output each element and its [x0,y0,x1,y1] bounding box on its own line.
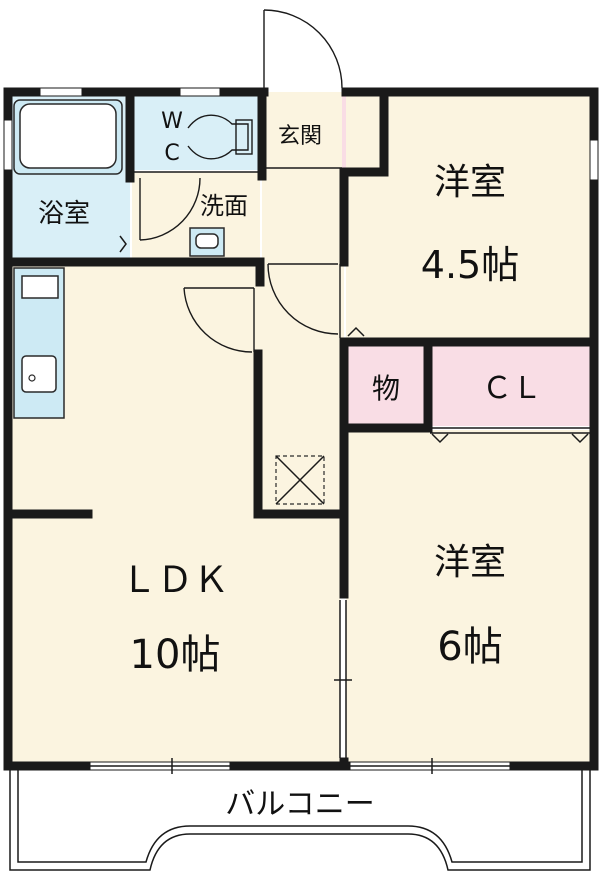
ldk-name: ＬＤＫ [121,560,229,601]
storage-door-marker [347,326,365,337]
western-room-2-floor [346,430,594,762]
balcony-inner-outline [17,768,583,863]
balcony-outline [9,768,591,871]
wc-label-w: W [161,109,183,134]
wc-label-c: C [164,141,179,166]
window-bath-side [3,119,13,171]
ventilation-icon [275,455,325,505]
toilet-icon [187,114,253,160]
balcony-label: バルコニー [225,787,374,822]
bathtub-icon [13,99,123,175]
bath-door-marker [119,235,127,253]
ldk-size: 10帖 [130,632,221,678]
western1-door-icon [267,263,341,338]
closet-label: ＣＬ [482,371,542,406]
window-bath-top [39,87,83,97]
western2-size: 6帖 [437,624,502,670]
closet-door-marker-left [431,433,449,444]
western2-name: 洋室 [434,542,506,583]
window-western1-right [589,139,599,181]
ldk-door-icon [183,287,255,353]
storage-floor [346,344,426,426]
kitchen-counter-icon [13,267,65,419]
wc-floor [132,92,260,170]
storage-label: 物 [372,372,400,405]
closet-floor [430,344,594,426]
western1-name: 洋室 [434,162,506,203]
entrance-label: 玄関 [278,124,322,149]
washroom-label: 洗面 [200,192,248,220]
bath-label: 浴室 [38,199,90,229]
closet-door-marker-right [571,433,589,444]
western2-sliding-door [334,600,352,758]
entrance-floor [262,92,342,172]
window-wc-top [179,87,221,97]
front-door-icon [263,9,343,92]
wc-door-icon [139,177,201,241]
sink-icon [189,227,225,257]
western1-size: 4.5帖 [421,243,519,287]
